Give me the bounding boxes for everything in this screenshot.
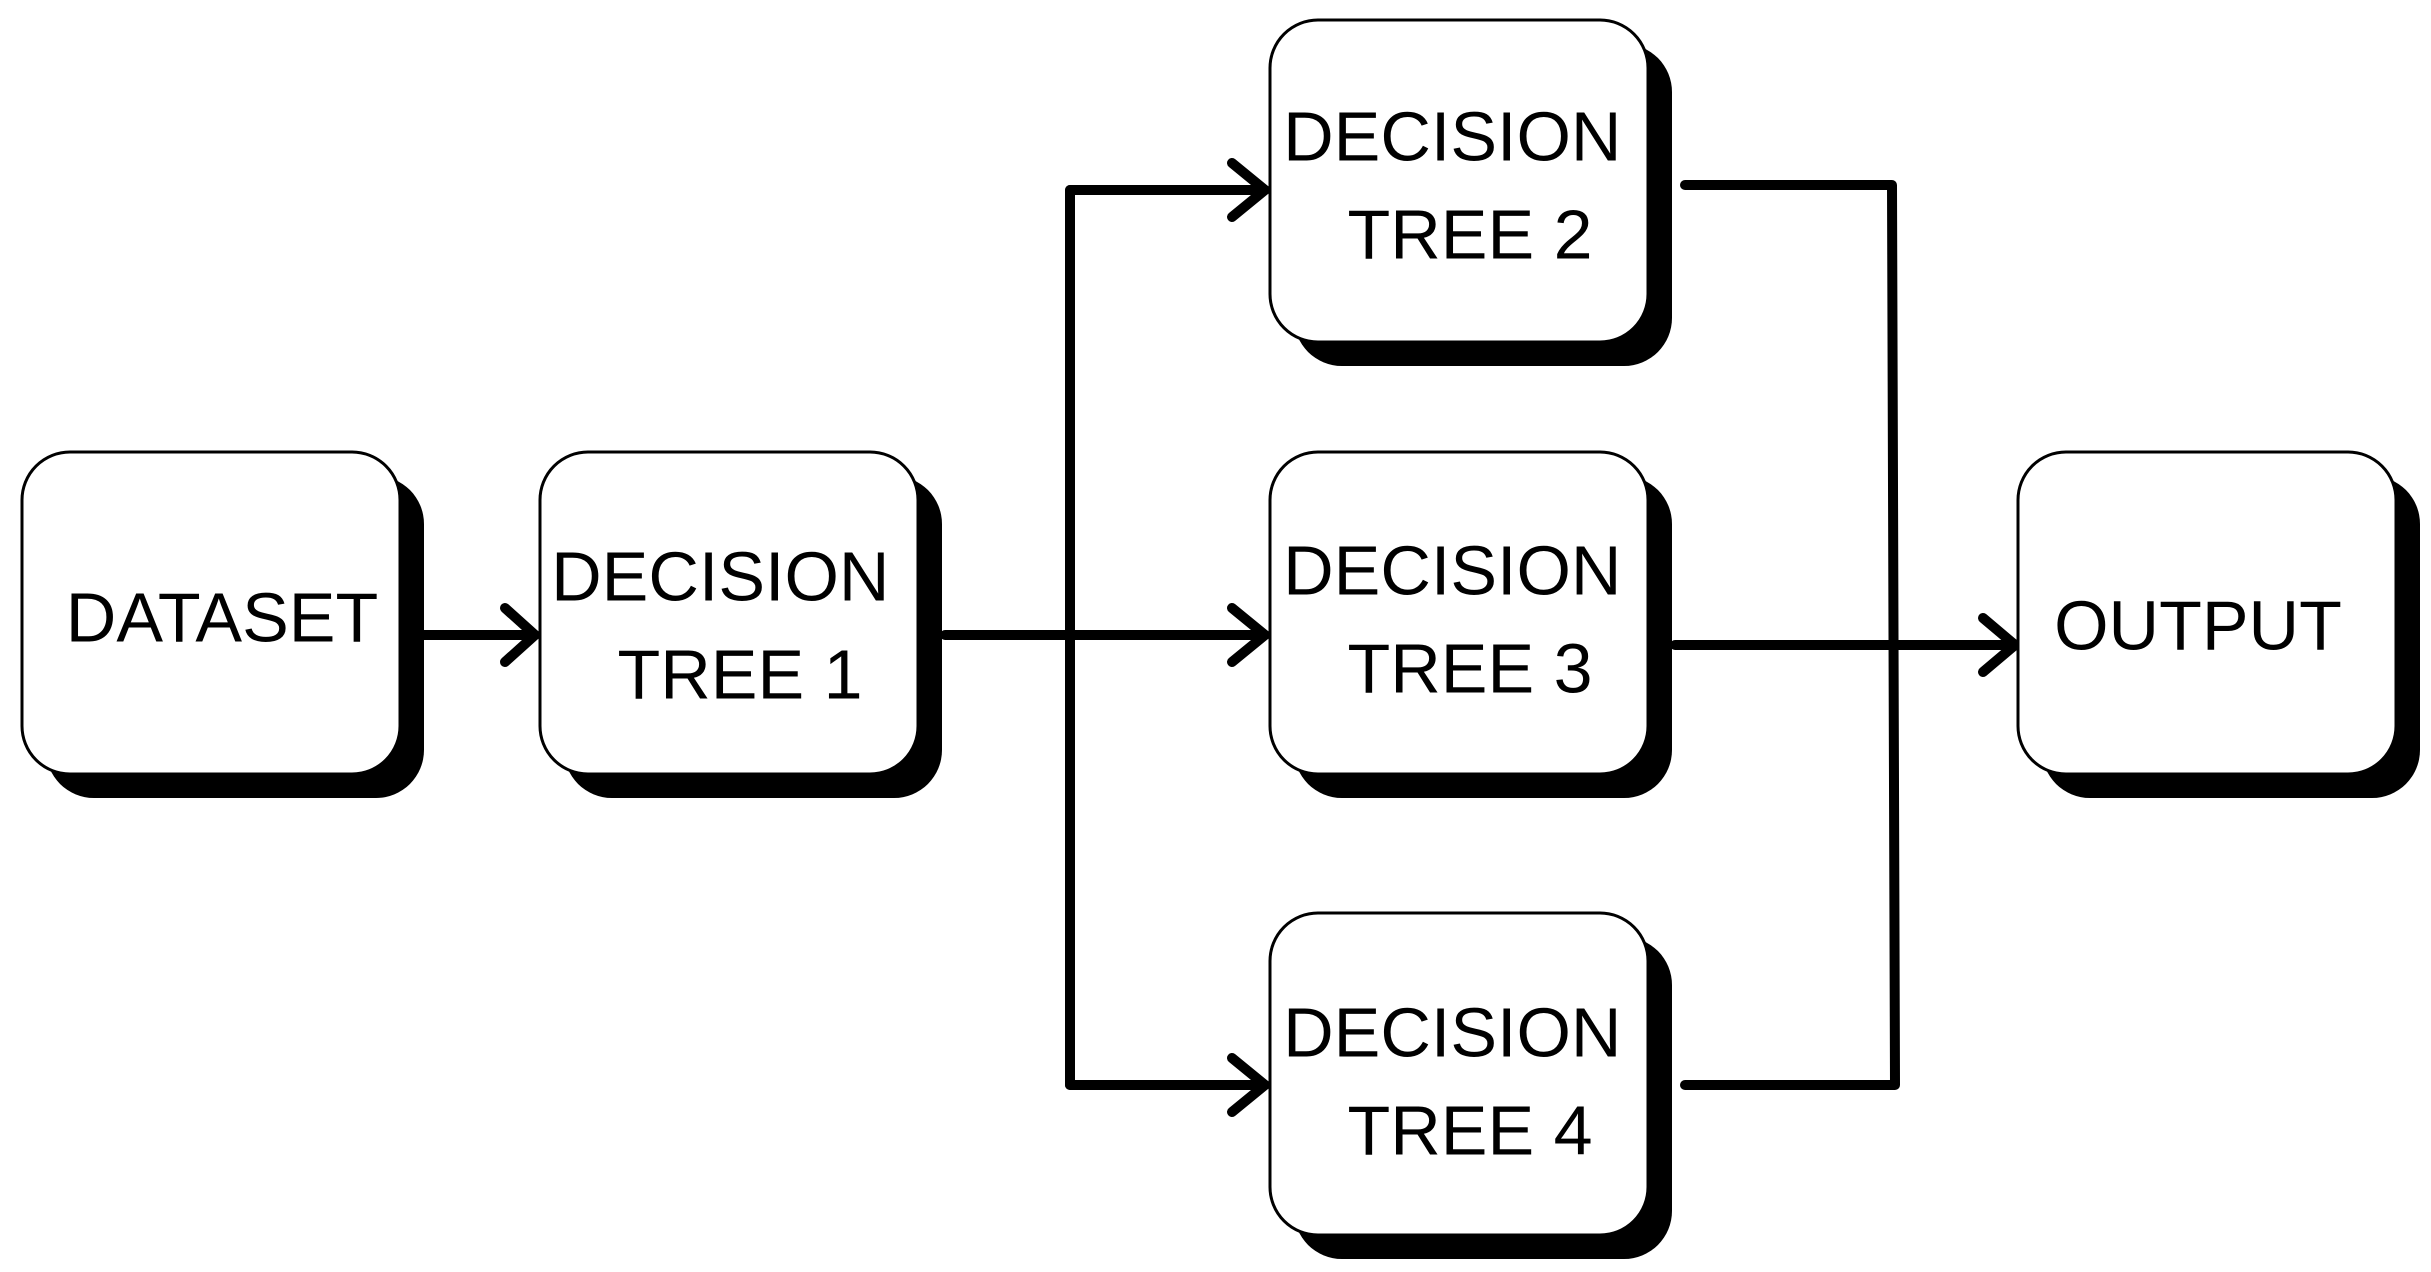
- node-dataset: DATASET: [20, 450, 424, 798]
- arrowhead-tree4: [1227, 1053, 1270, 1117]
- node-label-line-2: TREE 3: [1347, 629, 1592, 707]
- box-face: [1268, 18, 1650, 344]
- node-tree4: DECISION TREE 4: [1268, 911, 1672, 1259]
- node-tree3: DECISION TREE 3: [1268, 450, 1672, 798]
- node-output: OUTPUT: [2016, 450, 2420, 798]
- node-label-line-1: DECISION: [1283, 993, 1621, 1071]
- svg-text:DECISION TREE 2: DECISION TREE 2: [1283, 79, 1641, 273]
- box-face: [20, 450, 402, 776]
- edge-tree2-merge: [1680, 180, 1900, 1090]
- node-label-line-2: TREE 1: [617, 635, 862, 713]
- node-label-line-2: TREE 4: [1347, 1091, 1592, 1169]
- svg-text:OUTPUT: OUTPUT: [2054, 586, 2342, 664]
- svg-text:DECISION TREE 1: DECISION TREE 1: [551, 519, 909, 713]
- node-label-line-1: DECISION: [1283, 531, 1621, 609]
- svg-text:DECISION TREE 3: DECISION TREE 3: [1283, 513, 1641, 707]
- connectors: [415, 158, 2020, 1117]
- box-face: [2016, 450, 2398, 776]
- arrowhead-tree1: [500, 603, 540, 667]
- svg-text:DECISION TREE 4: DECISION TREE 4: [1283, 975, 1641, 1169]
- arrowhead-tree2: [1227, 158, 1270, 222]
- arrowhead-output: [1978, 613, 2020, 677]
- node-label: OUTPUT: [2054, 586, 2342, 664]
- svg-text:DATASET: DATASET: [66, 578, 378, 656]
- node-tree2: DECISION TREE 2: [1268, 18, 1672, 366]
- box-face: [538, 450, 920, 776]
- box-face: [1268, 911, 1650, 1237]
- node-label-line-1: DECISION: [1283, 97, 1621, 175]
- node-label: DATASET: [66, 578, 378, 656]
- box-face: [1268, 450, 1650, 776]
- node-label-line-1: DECISION: [551, 537, 889, 615]
- arrowhead-tree3: [1227, 603, 1270, 667]
- node-tree1: DECISION TREE 1: [538, 450, 942, 798]
- node-label-line-2: TREE 2: [1347, 195, 1592, 273]
